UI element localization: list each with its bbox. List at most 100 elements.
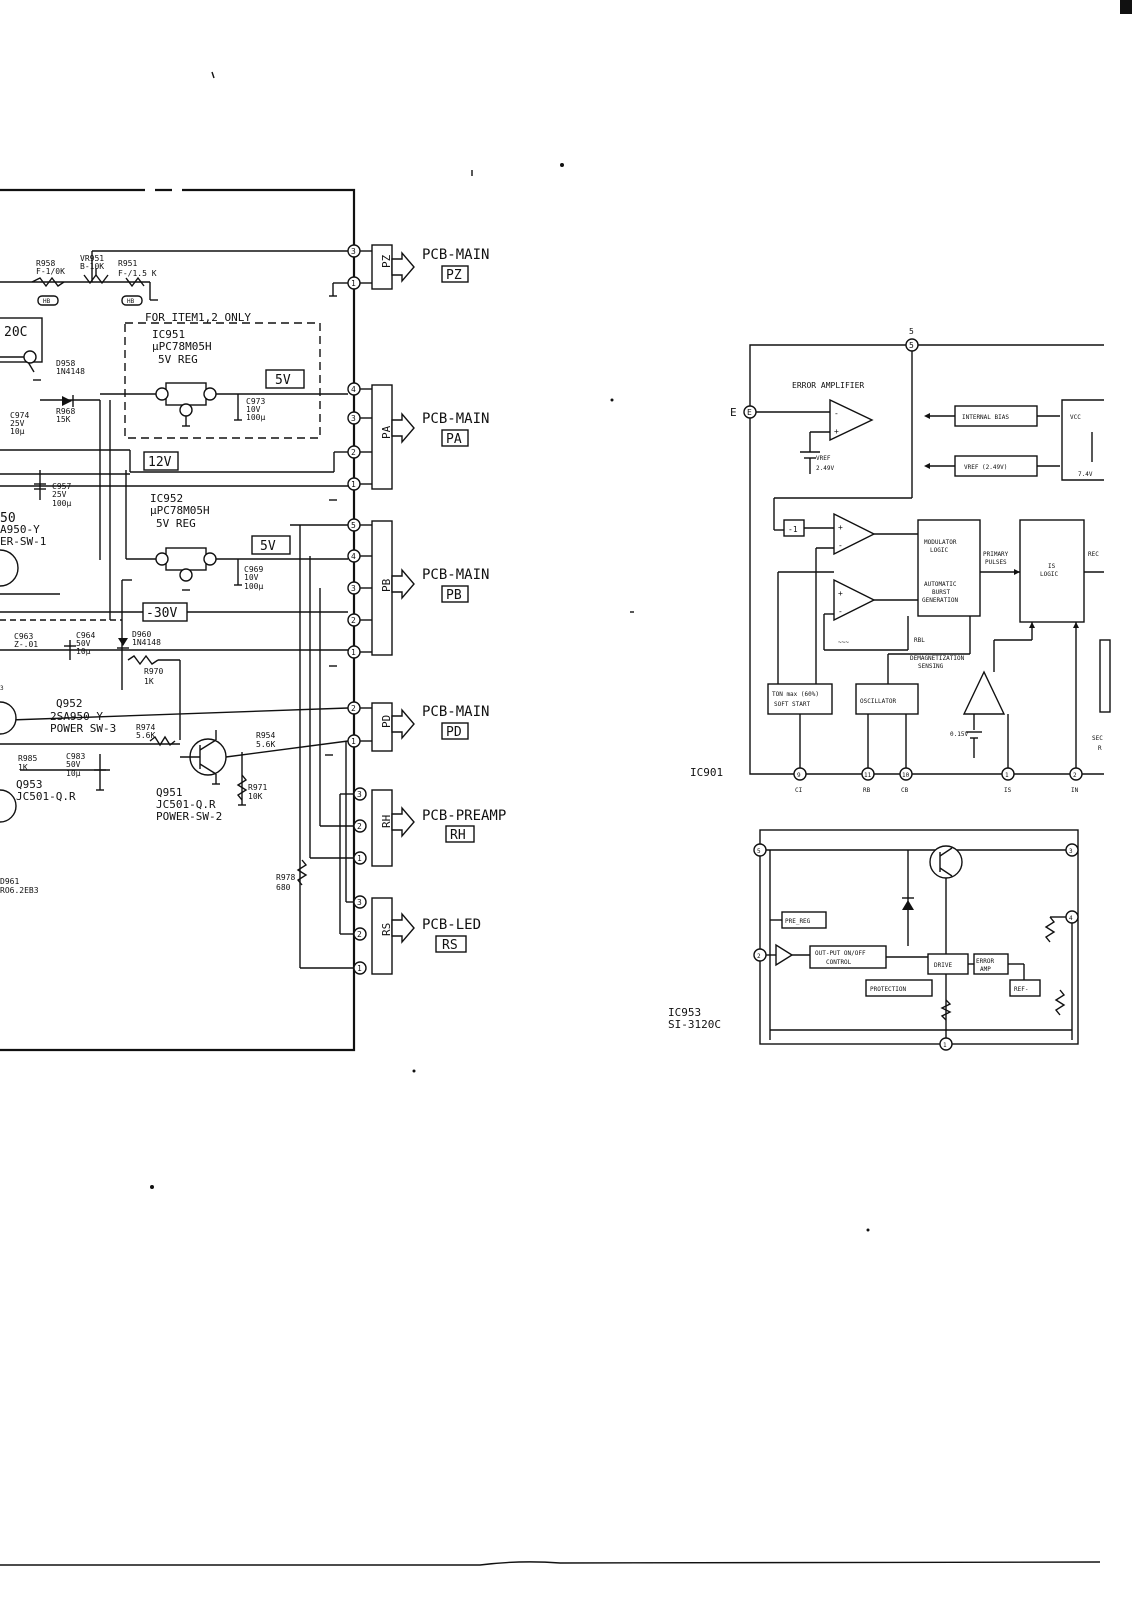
ic901-pin-e: E (730, 406, 737, 419)
ic901-pin-cb: CB (901, 787, 909, 794)
svg-text:1: 1 (357, 964, 362, 973)
svg-text:SOFT START: SOFT START (774, 701, 811, 708)
svg-text:~~~: ~~~ (838, 639, 849, 646)
svg-text:SENSING: SENSING (918, 663, 944, 670)
connector-pz: PZ PCB-MAIN PZ 3 1 (347, 244, 489, 290)
ic-partial-label: 20C (4, 325, 27, 340)
svg-text:E: E (747, 408, 752, 417)
q953-part: JC501-Q.R (16, 790, 76, 803)
svg-text:-: - (838, 607, 843, 616)
svg-text:10V: 10V (246, 405, 261, 414)
svg-text:R: R (1098, 745, 1102, 752)
ic953-protection: PROTECTION (870, 986, 907, 993)
svg-text:3: 3 (357, 790, 362, 799)
svg-text:10V: 10V (244, 573, 259, 582)
ic901-vref-box: VREF (2.49V) (964, 464, 1007, 471)
ic953-ref: REF- (1014, 986, 1028, 993)
r974-ref: R974 (136, 723, 155, 732)
svg-text:4: 4 (351, 552, 356, 561)
svg-text:10μ: 10μ (66, 769, 81, 778)
svg-text:2: 2 (357, 930, 362, 939)
svg-text:3: 3 (351, 414, 356, 423)
c983-ref: C983 (66, 752, 85, 761)
svg-text:CONTROL: CONTROL (826, 959, 852, 966)
r978-val: 680 (276, 883, 291, 892)
connector-pb-id: PB (380, 578, 393, 592)
svg-text:BURST: BURST (932, 589, 950, 596)
svg-text:1: 1 (351, 480, 356, 489)
d960-ref: D960 (132, 630, 151, 639)
svg-text:+: + (834, 427, 839, 436)
svg-text:2: 2 (357, 822, 362, 831)
svg-text:LOGIC: LOGIC (1040, 571, 1058, 578)
svg-text:LOGIC: LOGIC (930, 547, 948, 554)
q951-part: JC501-Q.R (156, 798, 216, 811)
r971-ref: R971 (248, 783, 267, 792)
ic951-part: μPC78M05H (152, 340, 212, 353)
c973-ref: C973 (246, 397, 265, 406)
connector-rs-tag: RS (442, 938, 458, 953)
r968-ref: R968 (56, 407, 75, 416)
svg-text:1: 1 (351, 648, 356, 657)
svg-text:100μ: 100μ (246, 413, 265, 422)
ic901-minus1: -1 (788, 525, 798, 534)
connector-pb-pcb: PCB-MAIN (422, 567, 489, 583)
ic901-pin-ci: CI (795, 787, 803, 794)
r971-val: 10K (248, 792, 263, 801)
svg-text:100μ: 100μ (244, 582, 263, 591)
svg-text:3: 3 (0, 685, 4, 692)
for-item-note: FOR ITEM1,2 ONLY (145, 311, 251, 324)
svg-text:3: 3 (1069, 848, 1073, 855)
svg-text:3: 3 (351, 584, 356, 593)
q950-part: A950-Y (0, 523, 40, 536)
connector-pz-id: PZ (380, 254, 393, 268)
svg-text:25V: 25V (52, 490, 67, 499)
ground-symbols (33, 295, 337, 806)
c957-ref: C957 (52, 482, 71, 491)
svg-text:50V: 50V (76, 639, 91, 648)
svg-text:PULSES: PULSES (985, 559, 1007, 566)
connector-pb-tag: PB (446, 588, 462, 603)
c963-val: Z-.01 (14, 640, 38, 649)
r951-ref: R951 (118, 259, 137, 268)
svg-text:10μ: 10μ (76, 647, 91, 656)
svg-text:OUT-PUT ON/OFF: OUT-PUT ON/OFF (815, 950, 866, 957)
d958-ref: D958 (56, 359, 75, 368)
svg-text:AUTOMATIC: AUTOMATIC (924, 581, 957, 588)
svg-text:1: 1 (1005, 772, 1009, 779)
connector-rh-pcb: PCB-PREAMP (422, 808, 506, 824)
ic953-drive: DRIVE (934, 962, 952, 969)
svg-text:SEC: SEC (1092, 735, 1103, 742)
c974-ref: C974 (10, 411, 29, 420)
connector-pa: PA PCB-MAIN PA 4 3 2 1 (347, 382, 489, 491)
r985-ref: R985 (18, 754, 37, 763)
svg-text:5: 5 (909, 327, 914, 336)
r951-val: F-/1.5 K (118, 269, 157, 278)
r958-ref: R958 (36, 259, 55, 268)
ic953-diagram: 5 3 2 4 1 PRE_REG OUT-PUT ON/OFF CONTROL… (668, 829, 1079, 1051)
ic901-diagram: 5 5 E E - + ERROR AMPLIFIER VREF 2.49V I… (690, 327, 1111, 794)
svg-text:REC: REC (1088, 551, 1099, 558)
vr951-ref: VR951 (80, 254, 104, 263)
svg-text:4: 4 (351, 385, 356, 394)
q950-ref: 50 (0, 511, 16, 526)
connector-pb: PB PCB-MAIN PB 5 4 3 2 1 (347, 518, 489, 659)
left-labels: R958 F-1/0K VR951 B-10K R951 F-/1.5 K HB… (0, 254, 295, 895)
rail-5v-b: 5V (260, 539, 276, 554)
c964-ref: C964 (76, 631, 95, 640)
ic901-label: IC901 (690, 766, 723, 779)
ic901-pin-in: IN (1071, 787, 1079, 794)
c969-ref: C969 (244, 565, 263, 574)
ic952-ref: IC952 (150, 492, 183, 505)
connector-pd-pcb: PCB-MAIN (422, 704, 489, 720)
svg-text:VREF: VREF (816, 455, 831, 462)
ic901-pin-is: IS (1004, 787, 1012, 794)
d960-val: 1N4148 (132, 638, 161, 647)
connector-pz-pcb: PCB-MAIN (422, 247, 489, 263)
svg-text:4: 4 (1069, 915, 1073, 922)
svg-text:0.15V: 0.15V (950, 731, 968, 738)
q950-func: ER-SW-1 (0, 535, 46, 548)
svg-text:IS: IS (1048, 563, 1056, 570)
ic953-part: SI-3120C (668, 1018, 721, 1031)
